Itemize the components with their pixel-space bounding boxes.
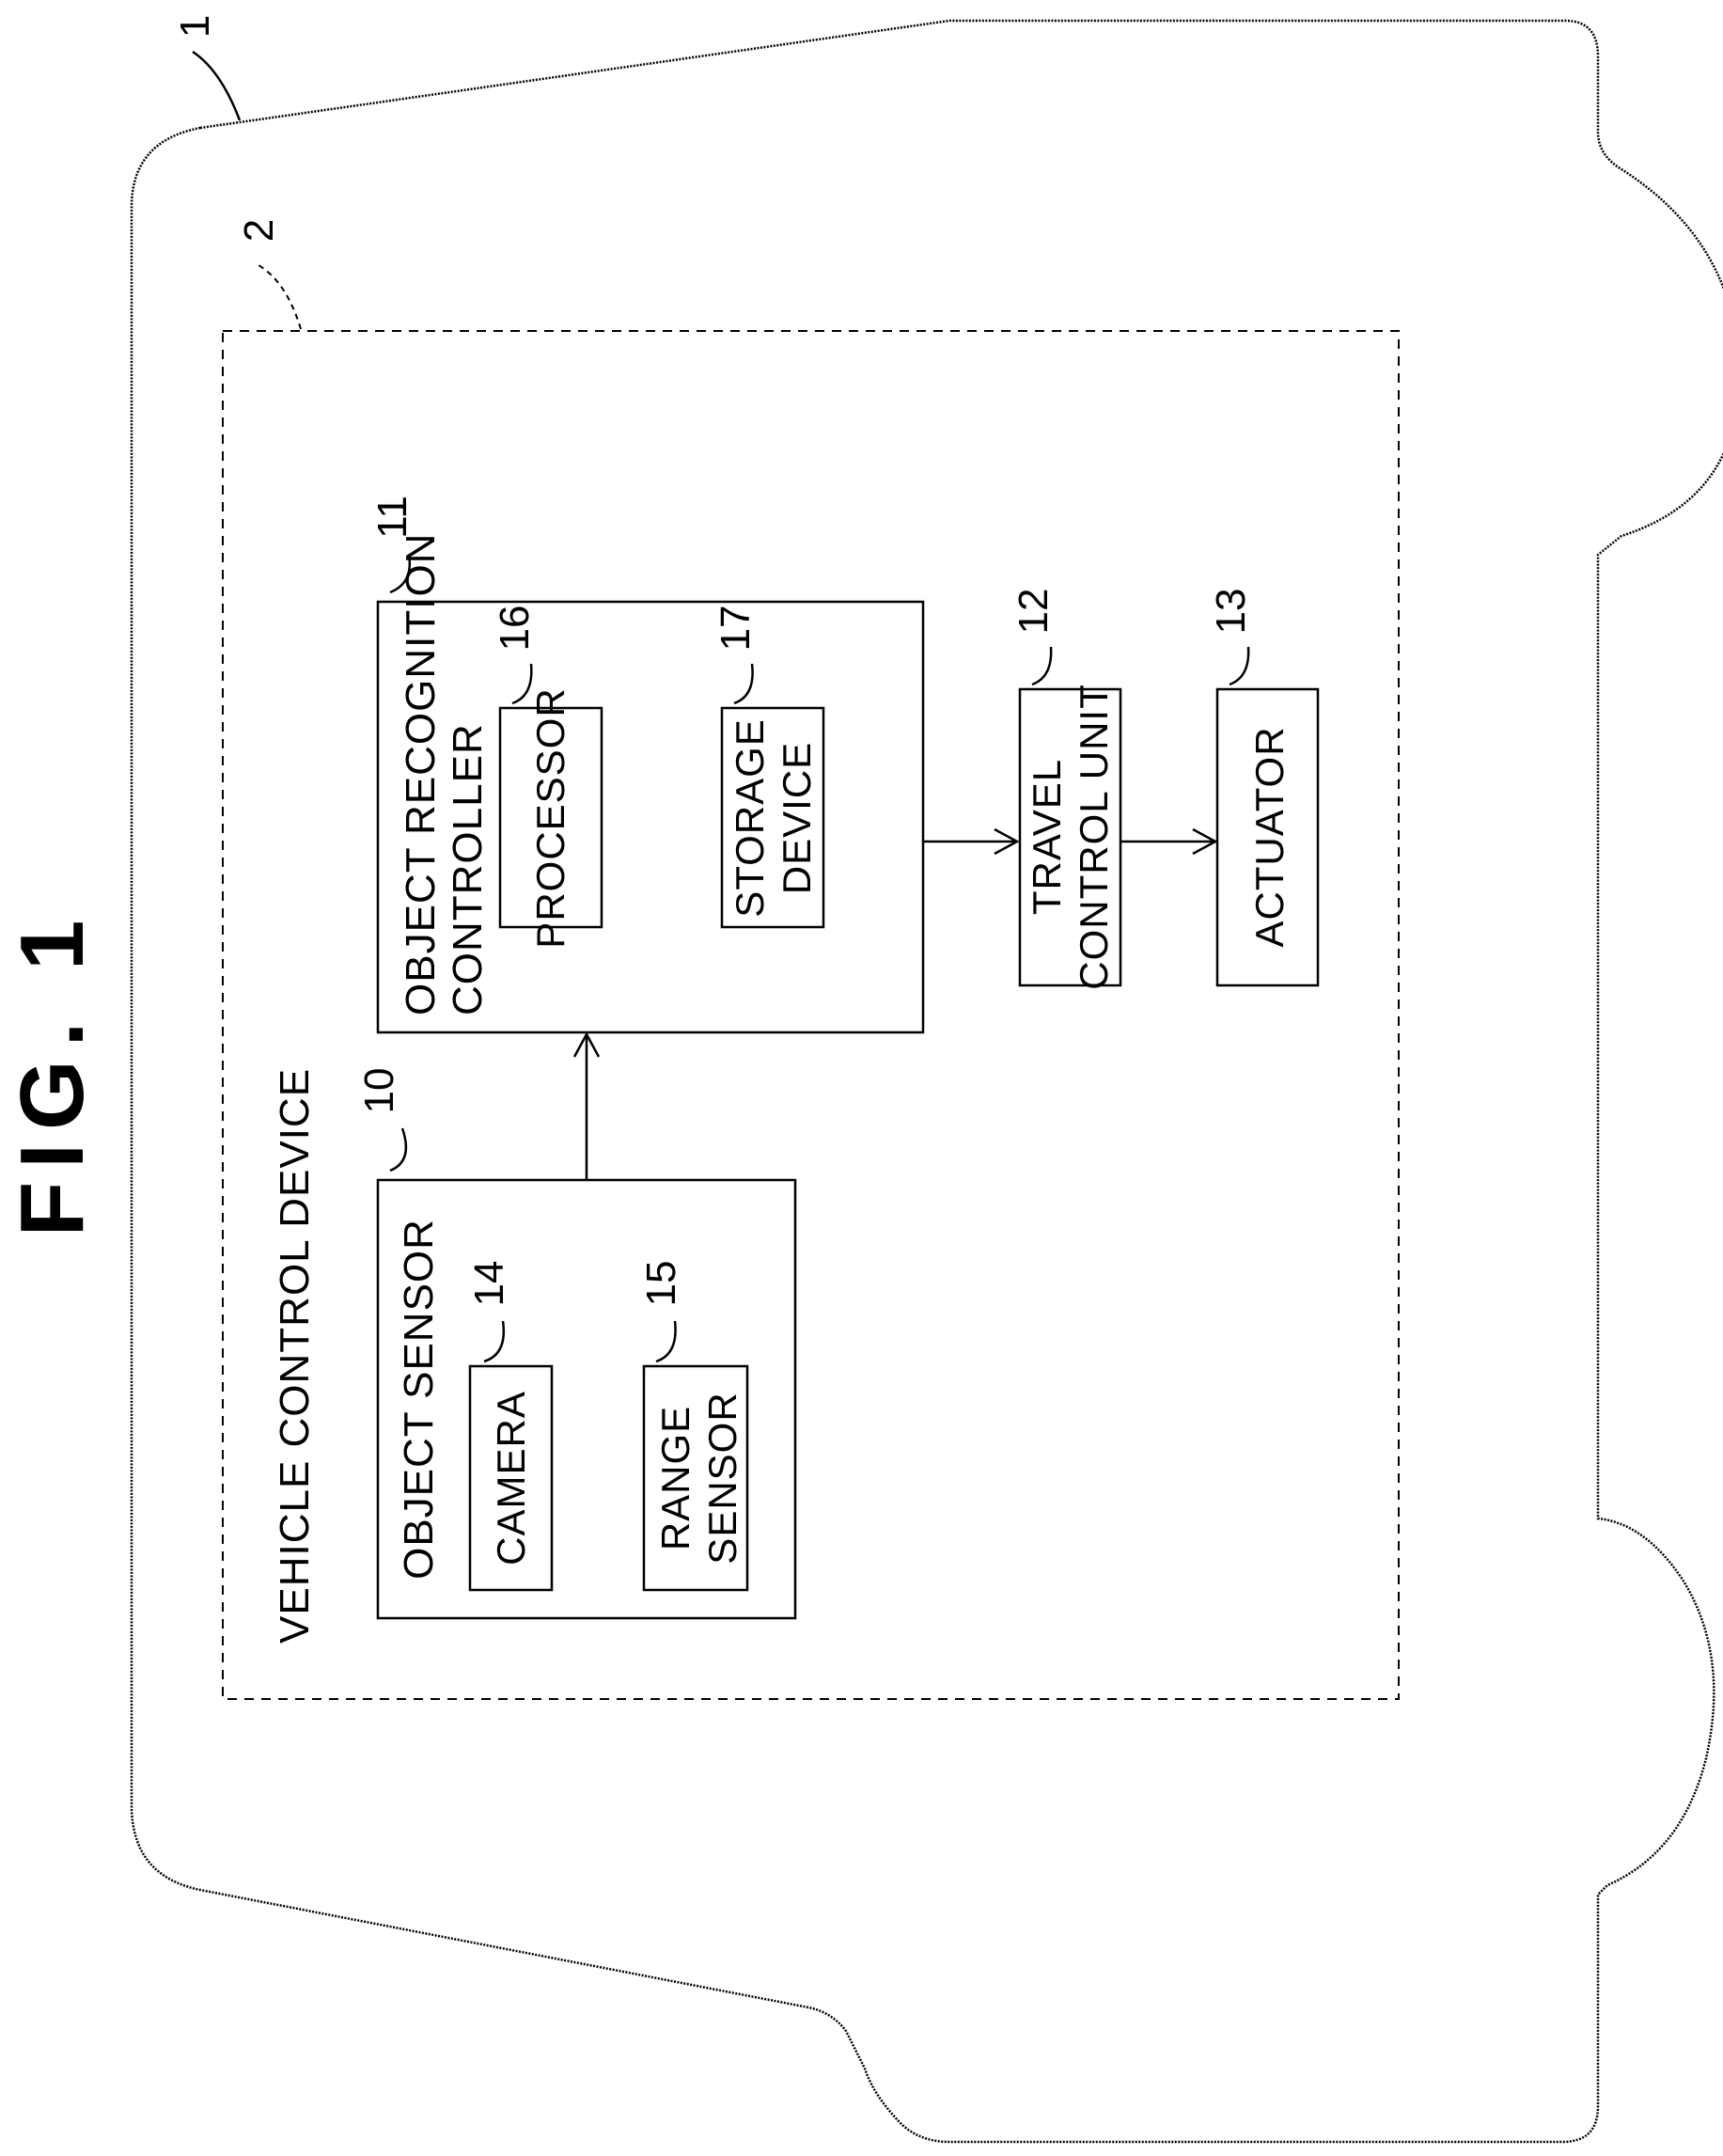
storage-device-label-line2: DEVICE: [775, 742, 819, 894]
storage-device-ref-leader: [734, 664, 753, 703]
range-sensor-ref: 15: [638, 1261, 684, 1307]
actuator-label: ACTUATOR: [1247, 726, 1292, 947]
travel-control-unit-ref-leader: [1032, 647, 1051, 685]
object-sensor-ref: 10: [356, 1068, 402, 1114]
object-recognition-controller-ref: 11: [369, 496, 415, 539]
figure-title: FIG. 1: [2, 907, 102, 1237]
vehicle-control-device-ref: 2: [236, 219, 282, 242]
object-sensor-ref-leader: [390, 1128, 406, 1171]
processor-label: PROCESSOR: [528, 687, 572, 948]
processor-ref: 16: [492, 606, 538, 652]
actuator-ref-leader: [1230, 647, 1248, 685]
object-recognition-controller-label-line1: OBJECT RECOGNITION: [398, 533, 444, 1015]
vehicle-ref-leader: [193, 52, 240, 120]
actuator-ref: 13: [1208, 589, 1254, 635]
camera-ref-leader: [484, 1321, 504, 1361]
range-sensor-ref-leader: [656, 1321, 676, 1361]
travel-control-unit-label-line2: CONTROL UNIT: [1072, 684, 1116, 989]
travel-control-unit-label-line1: TRAVEL: [1025, 759, 1069, 915]
camera-ref: 14: [466, 1261, 512, 1307]
range-sensor-label-line2: SENSOR: [700, 1392, 744, 1564]
storage-device-ref: 17: [713, 606, 759, 652]
storage-device-label-line1: STORAGE: [728, 718, 772, 918]
vehicle-ref: 1: [172, 15, 218, 38]
camera-label: CAMERA: [489, 1391, 533, 1566]
object-sensor-label: OBJECT SENSOR: [396, 1219, 442, 1580]
vehicle-control-device-label: VEHICLE CONTROL DEVICE: [272, 1068, 318, 1644]
travel-control-unit-ref: 12: [1010, 589, 1057, 635]
range-sensor-label-line1: RANGE: [653, 1406, 697, 1550]
vehicle-control-device-ref-leader: [258, 265, 301, 329]
object-recognition-controller-label-line2: CONTROLLER: [445, 723, 491, 1015]
